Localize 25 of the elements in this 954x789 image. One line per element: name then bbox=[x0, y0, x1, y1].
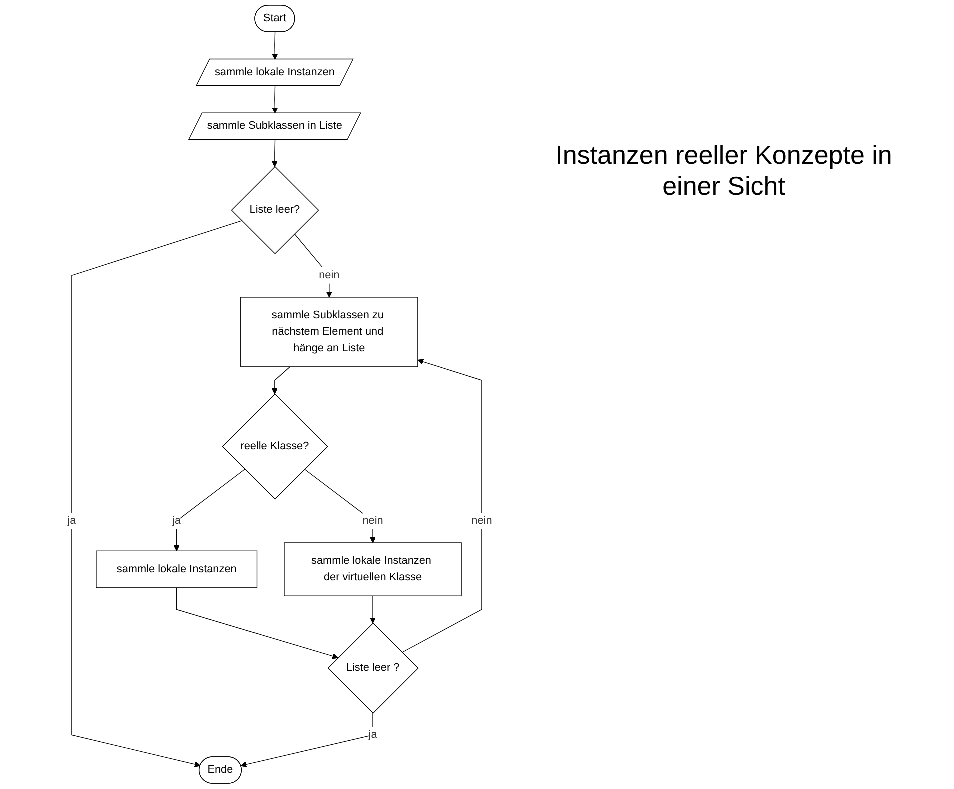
arrow bbox=[402, 359, 482, 653]
edge-label: nein bbox=[319, 270, 340, 282]
arrow bbox=[272, 366, 291, 394]
arrow bbox=[370, 596, 376, 624]
edge-label: ja bbox=[68, 515, 76, 527]
arrow bbox=[174, 469, 246, 552]
node-box: sammle lokale Instanzen der virtuellen Klasse bbox=[284, 542, 462, 596]
edge-label: ja bbox=[368, 729, 378, 741]
node-box: sammle lokale Instanzen bbox=[96, 550, 258, 588]
edge-label: nein bbox=[362, 515, 384, 527]
arrow bbox=[240, 713, 374, 768]
arrow bbox=[176, 588, 339, 660]
node-diamond: Liste leer? bbox=[231, 166, 320, 254]
node-diamond: reelle Klasse? bbox=[222, 394, 328, 500]
arrow bbox=[272, 32, 278, 60]
arrow bbox=[72, 220, 242, 768]
arrow bbox=[272, 86, 278, 114]
edge-label: ja bbox=[172, 515, 182, 527]
diagram-title: Instanzen reeller Konzepte in einer Sicht bbox=[554, 140, 894, 202]
node-diamond: Liste leer ? bbox=[328, 622, 419, 714]
edge-label: nein bbox=[472, 515, 492, 527]
node-box: sammle Subklassen zu nächstem Element und hänge an Liste bbox=[240, 297, 418, 368]
arrow bbox=[294, 234, 332, 298]
arrow bbox=[272, 140, 278, 168]
arrow bbox=[304, 469, 376, 544]
